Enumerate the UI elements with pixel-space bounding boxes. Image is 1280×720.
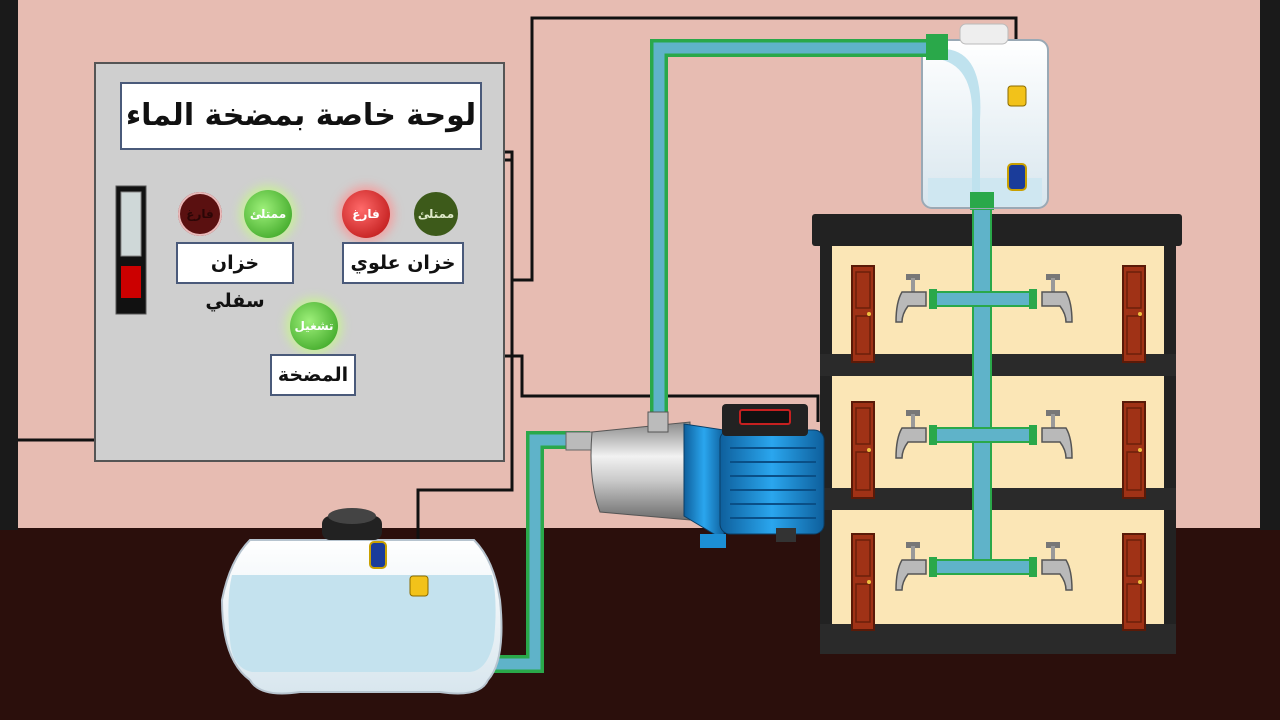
water-tap-icon	[1041, 542, 1073, 591]
water-tap-icon	[895, 410, 927, 459]
door	[851, 401, 875, 499]
lower-float-switch-top	[409, 575, 429, 597]
lower-tank-label: خزان سفلي	[176, 242, 294, 312]
upper-float-switch-bottom	[1007, 163, 1027, 191]
water-tap-icon	[895, 542, 927, 591]
door	[1122, 265, 1146, 363]
right-border	[1260, 0, 1280, 530]
tap-branch	[929, 425, 1037, 445]
tap-branch	[929, 289, 1037, 309]
supply-pipe	[650, 34, 948, 420]
water-pump	[565, 404, 825, 548]
building-pipes	[970, 196, 994, 565]
door	[1122, 533, 1146, 631]
panel-switch-top[interactable]	[120, 191, 142, 257]
upper-tank-full-lamp: ممتلئ	[414, 192, 458, 236]
panel-switch-bottom[interactable]	[121, 266, 141, 298]
upper-tank-label: خزان علوي	[342, 242, 464, 284]
upper-tank	[921, 23, 1049, 209]
door	[851, 265, 875, 363]
door	[1122, 401, 1146, 499]
pump-label: المضخة	[270, 354, 356, 396]
doors	[851, 265, 1146, 631]
lower-tank-full-lamp: ممتلئ	[244, 190, 292, 238]
water-tap-icon	[895, 274, 927, 323]
panel-title: لوحة خاصة بمضخة الماء	[120, 82, 482, 150]
door	[851, 533, 875, 631]
lower-tank-empty-lamp: فارغ	[178, 192, 222, 236]
left-border	[0, 0, 18, 530]
tap-branch	[929, 557, 1037, 577]
tap-branches	[895, 274, 1073, 591]
water-tap-icon	[1041, 410, 1073, 459]
upper-float-switch-top	[1007, 85, 1027, 107]
control-wires	[18, 16, 1018, 630]
suction-pipe	[486, 431, 590, 673]
lower-float-switch-bottom	[369, 541, 387, 569]
water-tap-icon	[1041, 274, 1073, 323]
pump-running-lamp: تشغيل	[290, 302, 338, 350]
upper-tank-empty-lamp: فارغ	[342, 190, 390, 238]
lower-tank	[220, 508, 503, 695]
